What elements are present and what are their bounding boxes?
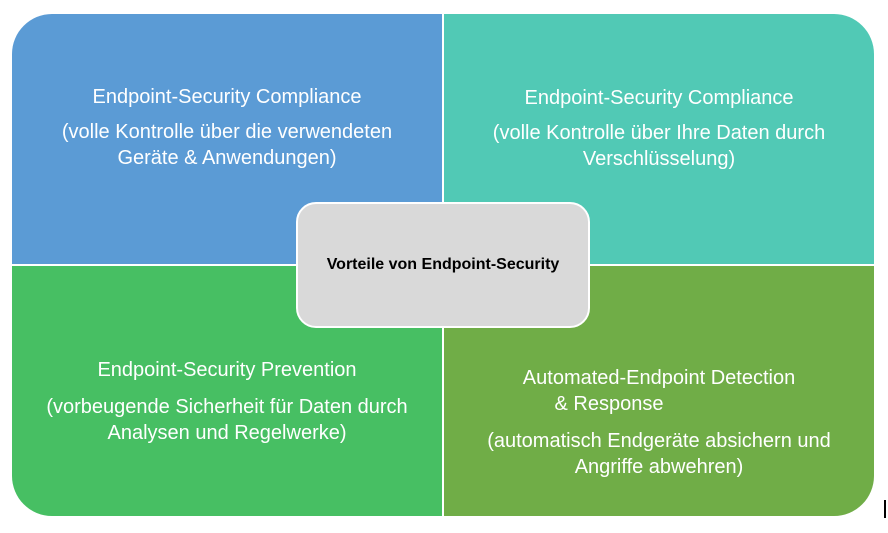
quadrant-prevention-desc-line-1: (vorbeugende Sicherheit für Daten durch bbox=[46, 396, 408, 418]
center-label: Vorteile von Endpoint-Security bbox=[326, 256, 560, 273]
quadrant-prevention-desc-line-2: Analysen und Regelwerke) bbox=[107, 422, 347, 444]
quadrant-compliance-encryption-title: Endpoint-Security Compliance bbox=[524, 87, 794, 109]
quadrant-compliance-devices-desc-line-2: Geräte & Anwendungen) bbox=[117, 147, 337, 169]
quadrant-detection-response-desc-line-2: Angriffe abwehren) bbox=[574, 456, 744, 478]
quadrant-compliance-encryption-desc-line-2: Verschlüsselung) bbox=[582, 148, 736, 170]
text-cursor bbox=[884, 500, 886, 518]
center-label-box: Vorteile von Endpoint-Security bbox=[296, 202, 590, 328]
quadrant-compliance-encryption-desc-line-1: (volle Kontrolle über Ihre Daten durch bbox=[492, 122, 826, 144]
quadrant-compliance-devices-desc-line-1: (volle Kontrolle über die verwendeten bbox=[61, 121, 393, 143]
quadrant-prevention-title: Endpoint-Security Prevention bbox=[97, 359, 357, 381]
quadrant-detection-response-desc-line-1: (automatisch Endgeräte absichern und bbox=[487, 430, 831, 452]
quadrant-detection-response-title-line-1: Automated-Endpoint Detection bbox=[522, 367, 796, 389]
quadrant-compliance-devices-title: Endpoint-Security Compliance bbox=[92, 86, 362, 108]
quadrant-detection-response-title-line-2: & Response bbox=[554, 393, 664, 415]
